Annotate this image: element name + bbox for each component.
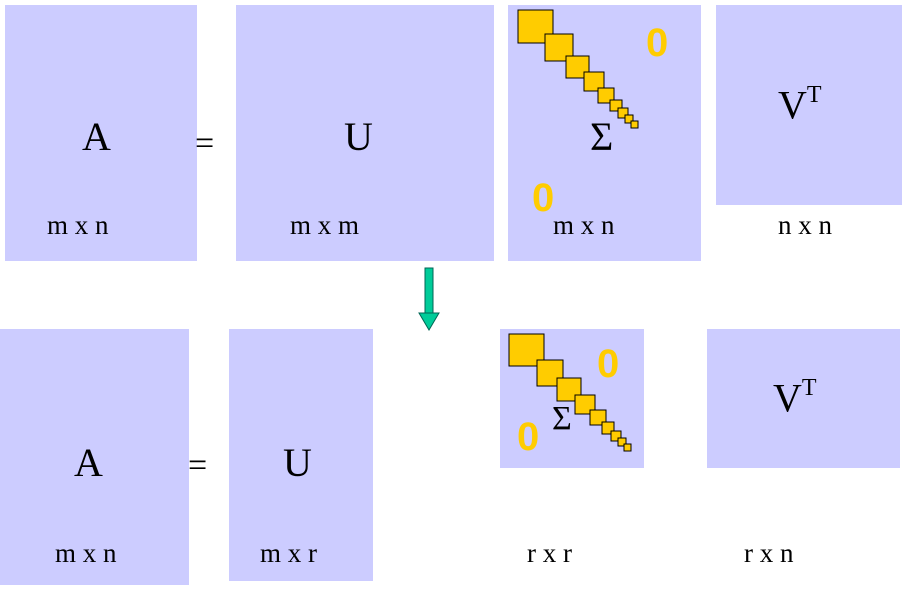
matrix-vt-bottom [707,329,900,468]
matrix-u-bottom-dims: m x r [260,538,317,568]
down-arrow-icon [418,267,440,331]
matrix-a-bottom [0,329,189,585]
matrix-sigma-bottom-dims: r x r [527,538,572,568]
matrix-vt-top-dims: n x n [778,210,832,240]
zero-lower-bottom: 0 [517,415,540,459]
matrix-u-bottom [229,329,373,581]
matrix-vt-top [716,5,902,205]
zero-upper-top: 0 [646,21,669,65]
vt-bottom-v: V [773,375,802,421]
matrix-a-top-label: A [82,114,111,159]
vt-top-v: V [778,82,807,128]
zero-lower-top: 0 [532,176,555,220]
matrix-a-top [5,5,197,261]
matrix-sigma-bottom-label: Σ [552,400,572,437]
matrix-vt-bottom-label: VT [773,375,817,421]
zero-upper-bottom: 0 [597,342,620,386]
equals-sign-bottom: = [188,447,208,484]
matrix-sigma-top-dims: m x n [553,210,615,240]
matrix-a-top-dims: m x n [47,210,109,240]
equals-sign-top: = [195,125,215,162]
matrix-u-top [236,5,494,261]
vt-top-superscript: T [806,82,822,108]
matrix-a-bottom-label: A [74,440,103,485]
vt-bottom-superscript: T [801,375,817,401]
matrix-u-top-label: U [344,114,373,159]
matrix-sigma-top [508,5,701,261]
matrix-a-bottom-dims: m x n [55,538,117,568]
matrix-vt-bottom-dims: r x n [744,538,794,568]
matrix-u-top-dims: m x m [290,210,360,240]
matrix-u-bottom-label: U [283,440,312,485]
matrix-vt-top-label: VT [778,82,822,128]
matrix-sigma-top-label: Σ [590,114,614,159]
